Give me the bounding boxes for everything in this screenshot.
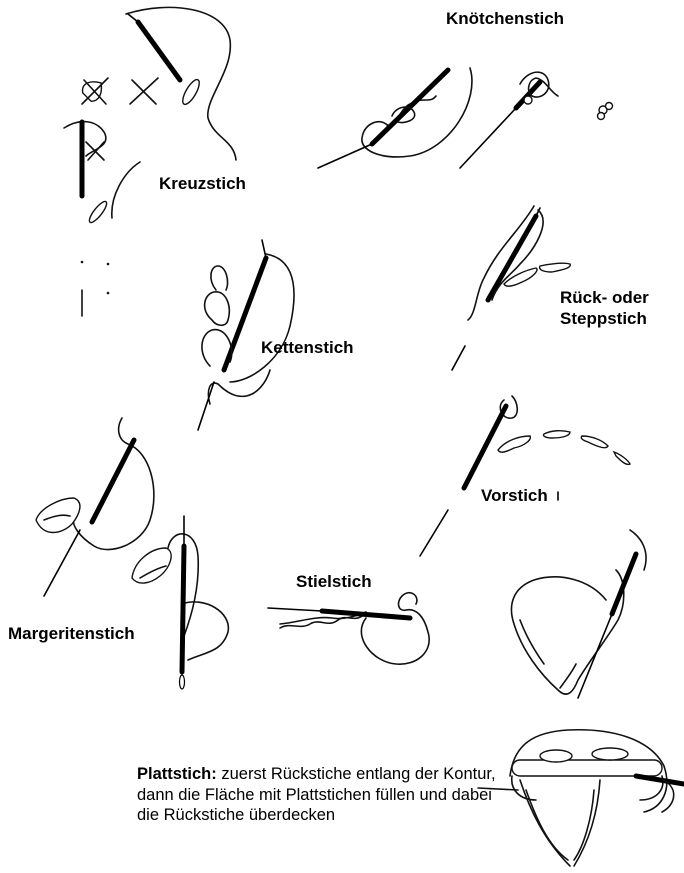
running-stitch-label: Vorstich bbox=[481, 485, 548, 506]
satin-stitch-description: Plattstich: zuerst Rückstiche entlang de… bbox=[137, 764, 497, 826]
heart-outline-illustration bbox=[511, 530, 646, 698]
daisy-stitch-label: Margeritenstich bbox=[8, 623, 135, 644]
daisy-stitch-illustration bbox=[36, 418, 228, 689]
back-stitch-label: Rück- oder Steppstich bbox=[560, 287, 649, 329]
back-stitch-illustration bbox=[452, 206, 570, 370]
chain-stitch-illustration bbox=[198, 240, 294, 430]
stem-stitch-illustration bbox=[268, 593, 429, 665]
satin-stitch-term: Plattstich: bbox=[137, 765, 217, 783]
running-stitch-illustration bbox=[420, 396, 630, 556]
satin-stitch-illustration bbox=[478, 730, 684, 866]
cross-stitch-illustration bbox=[64, 7, 236, 316]
knot-stitch-label: Knötchenstich bbox=[446, 8, 564, 29]
back-stitch-label-line-1: Rück- oder bbox=[560, 287, 649, 308]
stem-stitch-label: Stielstich bbox=[296, 571, 372, 592]
back-stitch-label-line-2: Steppstich bbox=[560, 308, 649, 329]
cross-stitch-label: Kreuzstich bbox=[159, 173, 246, 194]
knot-stitch-illustration bbox=[318, 68, 613, 168]
chain-stitch-label: Kettenstich bbox=[261, 337, 354, 358]
